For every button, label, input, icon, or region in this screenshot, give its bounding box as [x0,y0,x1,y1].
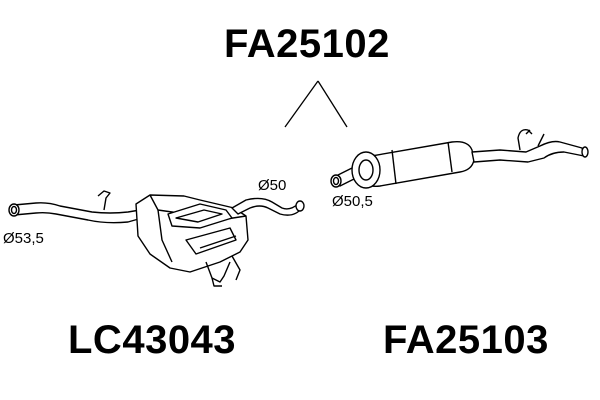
front-outlet-diameter-label: Ø50 [258,177,287,194]
assembly-part-code: FA25102 [224,22,390,66]
rear-silencer-drawing [330,128,589,189]
rear-silencer-code: FA25103 [383,318,549,362]
front-silencer-drawing [8,190,305,287]
front-silencer-code: LC43043 [68,318,237,362]
assembly-connector [284,80,348,128]
rear-inlet-diameter-label: Ø50,5 [332,193,373,210]
front-inlet-diameter-label: Ø53,5 [3,230,44,247]
